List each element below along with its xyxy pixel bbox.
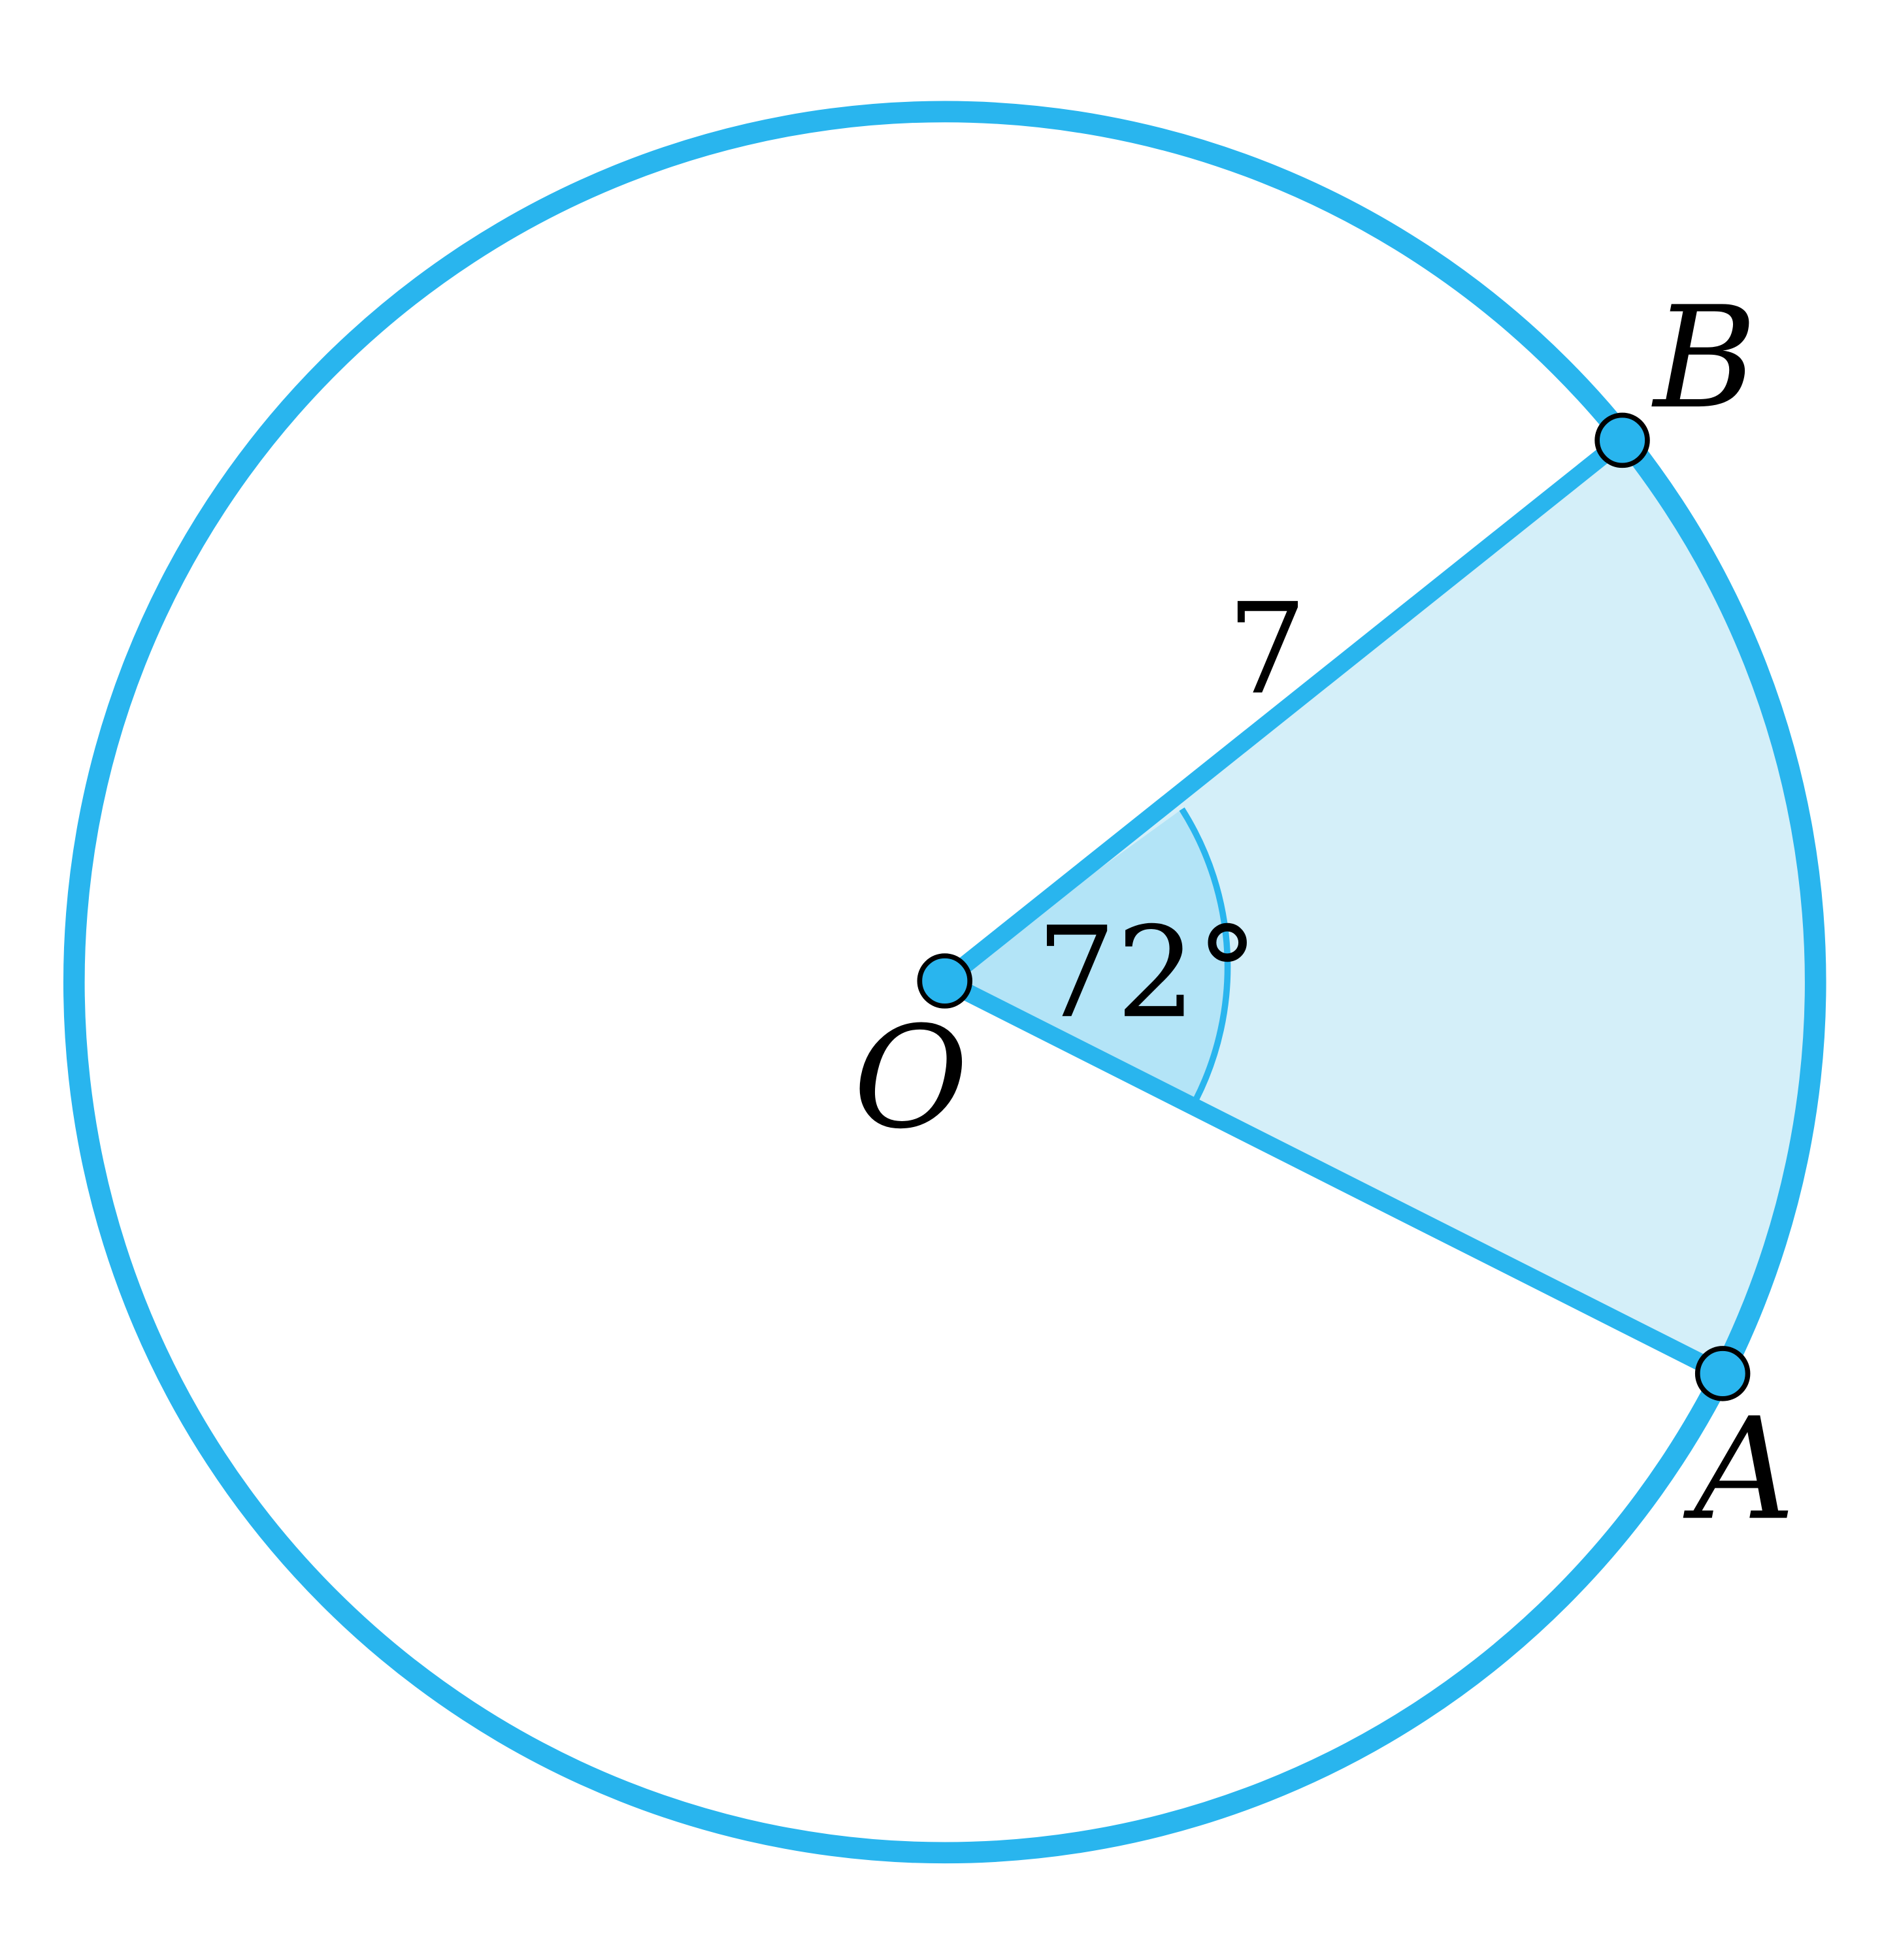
radius-OA <box>940 973 1727 1382</box>
point-O <box>917 953 972 1009</box>
radius-OB <box>939 433 1628 988</box>
sector-shaded <box>944 440 1815 1374</box>
circle <box>63 101 1826 1864</box>
angle-arc <box>1179 807 1231 1102</box>
angle-label: 72° <box>1036 900 1259 1046</box>
angle-sector-shaded <box>944 809 1228 1100</box>
point-A <box>1694 1346 1751 1401</box>
point-B <box>1594 412 1650 468</box>
label-B: B <box>1651 276 1757 440</box>
label-A: A <box>1683 1387 1795 1551</box>
radius-length-label: 7 <box>1227 577 1307 723</box>
label-O: O <box>853 996 968 1160</box>
